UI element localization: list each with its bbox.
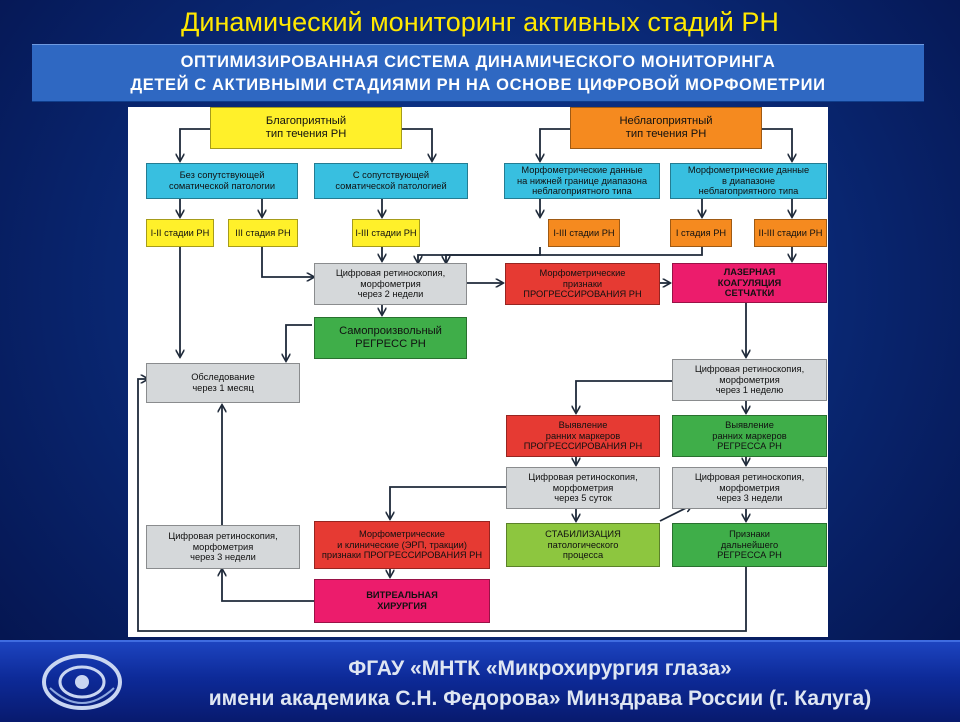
banner-line-2: ДЕТЕЙ С АКТИВНЫМИ СТАДИЯМИ РН НА ОСНОВЕ … (130, 76, 826, 94)
arrow-retino-5d-to-clinical-progress (390, 486, 506, 519)
slide-title: Динамический мониторинг активных стадий … (181, 7, 779, 37)
no-pathology-box: Без сопутствующей соматической патологии (146, 163, 298, 199)
early-regress-box: Выявление ранних маркеров РЕГРЕССА РН (672, 415, 827, 457)
retinoscopy-3-weeks-right-box: Цифровая ретиноскопия, морфометрия через… (672, 467, 827, 509)
footer-line-1: ФГАУ «МНТК «Микрохирургия глаза» (348, 657, 732, 680)
subtitle-banner: ОПТИМИЗИРОВАННАЯ СИСТЕМА ДИНАМИЧЕСКОГО М… (32, 44, 924, 102)
arrow-stage-3-to-retino-2w (261, 247, 314, 277)
stage-1-3-favorable-box: I-III стадии РН (352, 219, 420, 247)
arrow-retino-1w-to-early-progress (576, 380, 672, 413)
exam-1-month-box: Обследование через 1 месяц (146, 363, 300, 403)
stage-1-3-unfavorable-box: I-III стадии РН (548, 219, 620, 247)
laser-coagulation-box: ЛАЗЕРНАЯ КОАГУЛЯЦИЯ СЕТЧАТКИ (672, 263, 827, 303)
arrow-regress-to-exam (286, 324, 312, 361)
unfavorable-course-box: Неблагоприятный тип течения РН (570, 107, 762, 149)
with-pathology-box: С сопутствующей соматической патологией (314, 163, 468, 199)
flowchart-connectors (137, 128, 828, 632)
spontaneous-regress-box: Самопроизвольный РЕГРЕСС РН (314, 317, 467, 359)
clinical-progression-box: Морфометрические и клинические (ЭРП, тра… (314, 521, 490, 569)
arrow-favorable-to-no-pathology (180, 128, 210, 161)
morpho-lower-box: Морфометрические данные на нижней границ… (504, 163, 660, 199)
arrow-unfavorable-to-morpho-range (762, 128, 792, 161)
retinoscopy-2-weeks-box: Цифровая ретиноскопия, морфометрия через… (314, 263, 467, 305)
early-progression-box: Выявление ранних маркеров ПРОГРЕССИРОВАН… (506, 415, 660, 457)
banner-line-1: ОПТИМИЗИРОВАННАЯ СИСТЕМА ДИНАМИЧЕСКОГО М… (180, 53, 776, 71)
vitreal-surgery-box: ВИТРЕАЛЬНАЯ ХИРУРГИЯ (314, 579, 490, 623)
retinoscopy-1-week-box: Цифровая ретиноскопия, морфометрия через… (672, 359, 827, 401)
arrow-stage-1-to-retino-2w (446, 247, 703, 263)
footer-line-2: имени академика С.Н. Федорова» Минздрава… (208, 687, 872, 710)
footer: ФГАУ «МНТК «Микрохирургия глаза» имени а… (0, 640, 960, 722)
arrow-vitreal-to-retino-3w-left (222, 569, 314, 602)
eye-logo-icon (42, 654, 122, 710)
footer-text: ФГАУ «МНТК «Микрохирургия глаза» имени а… (130, 654, 950, 714)
retinoscopy-5-days-box: Цифровая ретиноскопия, морфометрия через… (506, 467, 660, 509)
arrow-further-regress-to-exam (137, 379, 747, 632)
stage-1-box: I стадия РН (670, 219, 732, 247)
arrow-favorable-to-with-pathology (402, 128, 432, 161)
further-regress-box: Признаки дальнейшего РЕГРЕССА РН (672, 523, 827, 567)
arrow-unfavorable-to-morpho-lower (540, 128, 570, 161)
morpho-range-box: Морфометрические данные в диапазоне небл… (670, 163, 827, 199)
stage-2-3-box: II-III стадии РН (754, 219, 827, 247)
stabilization-box: СТАБИЛИЗАЦИЯ патологического процесса (506, 523, 660, 567)
progression-signs-box: Морфометрические признаки ПРОГРЕССИРОВАН… (505, 263, 660, 305)
stage-3-box: III стадия РН (228, 219, 298, 247)
flowchart: Благоприятный тип течения РН Неблагоприя… (128, 107, 828, 637)
stage-1-2-box: I-II стадии РН (146, 219, 214, 247)
retinoscopy-3-weeks-left-box: Цифровая ретиноскопия, морфометрия через… (146, 525, 300, 569)
favorable-course-box: Благоприятный тип течения РН (210, 107, 402, 149)
